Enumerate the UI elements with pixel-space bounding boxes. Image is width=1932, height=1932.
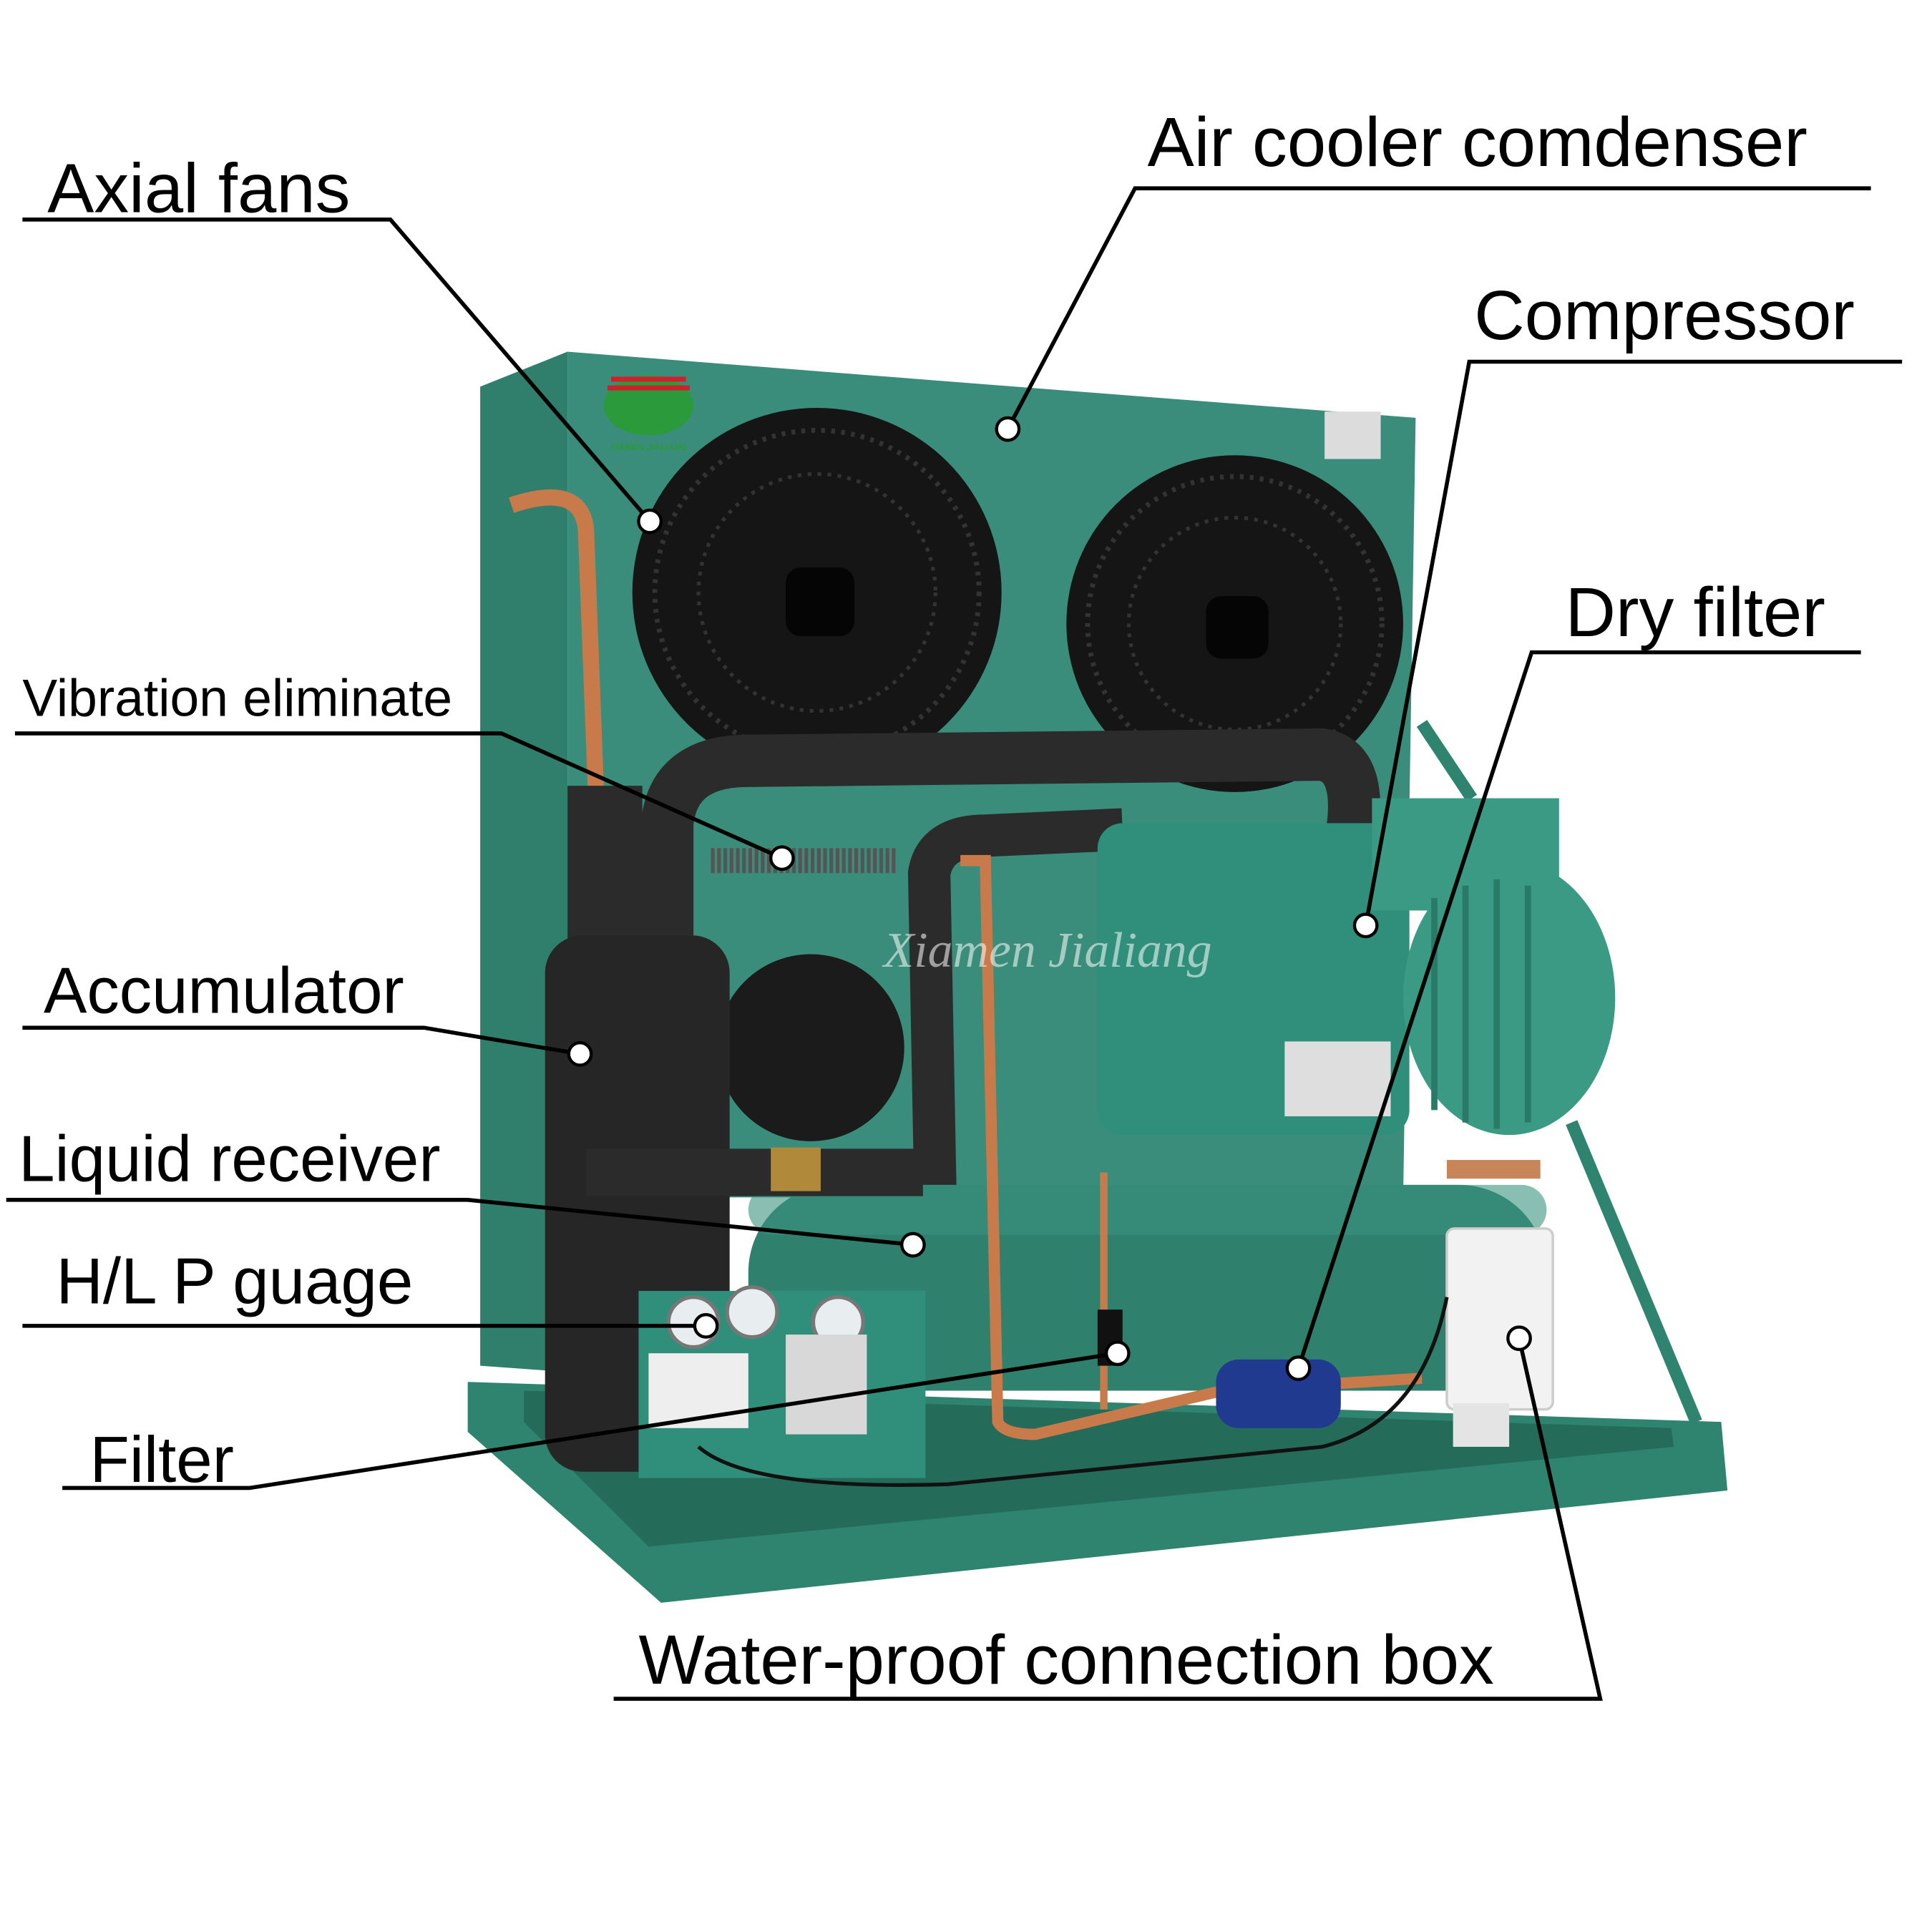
- copper-pipe: [509, 489, 605, 799]
- gauge-panel: [638, 1285, 926, 1478]
- label-air-cooler-condenser: Air cooler comdenser: [1148, 103, 1807, 181]
- support-strut: [1416, 720, 1478, 802]
- watermark: Xiamen Jialiang: [882, 923, 1212, 978]
- fan-left: [632, 407, 1002, 777]
- nameplate: [1324, 411, 1381, 459]
- liquid-receiver-tank: [748, 1184, 1547, 1391]
- label-accumulator: Accumulator: [44, 955, 404, 1027]
- wiring: [697, 1297, 1449, 1487]
- label-compressor: Compressor: [1474, 276, 1855, 354]
- support-strut: [1566, 1120, 1702, 1425]
- label-axial-fans: Axial fans: [47, 149, 350, 227]
- connection-box-base: [1453, 1402, 1510, 1447]
- label-hl-p-gauge: H/L P guage: [56, 1245, 413, 1317]
- fan-lower: [717, 954, 904, 1141]
- logo-text: XIAMEN JIALIANG: [610, 442, 688, 452]
- dry-filter-canister: [1216, 1359, 1341, 1428]
- label-water-proof-box: Water-proof connection box: [638, 1621, 1493, 1699]
- fan-right: [1066, 455, 1403, 792]
- callout-leaders: [6, 186, 1903, 1701]
- company-logo: XIAMEN JIALIANG: [603, 375, 694, 452]
- label-liquid-receiver: Liquid receiver: [19, 1123, 440, 1196]
- insulated-pipe: [640, 728, 1381, 948]
- insulated-pipe: [907, 808, 1124, 1198]
- callout-dots: [567, 416, 1532, 1382]
- label-dry-filter: Dry filter: [1566, 573, 1825, 651]
- copper-pipe: [960, 854, 1423, 1440]
- condensing-unit-illustration: XIAMEN JIALIANG: [467, 351, 1728, 1603]
- connection-box: [1445, 1227, 1554, 1411]
- label-vibration-eliminate: Vibration eliminate: [22, 669, 452, 728]
- solenoid-valve: [771, 1147, 821, 1191]
- label-filter: Filter: [90, 1424, 234, 1496]
- compressor-body: [1097, 798, 1616, 1179]
